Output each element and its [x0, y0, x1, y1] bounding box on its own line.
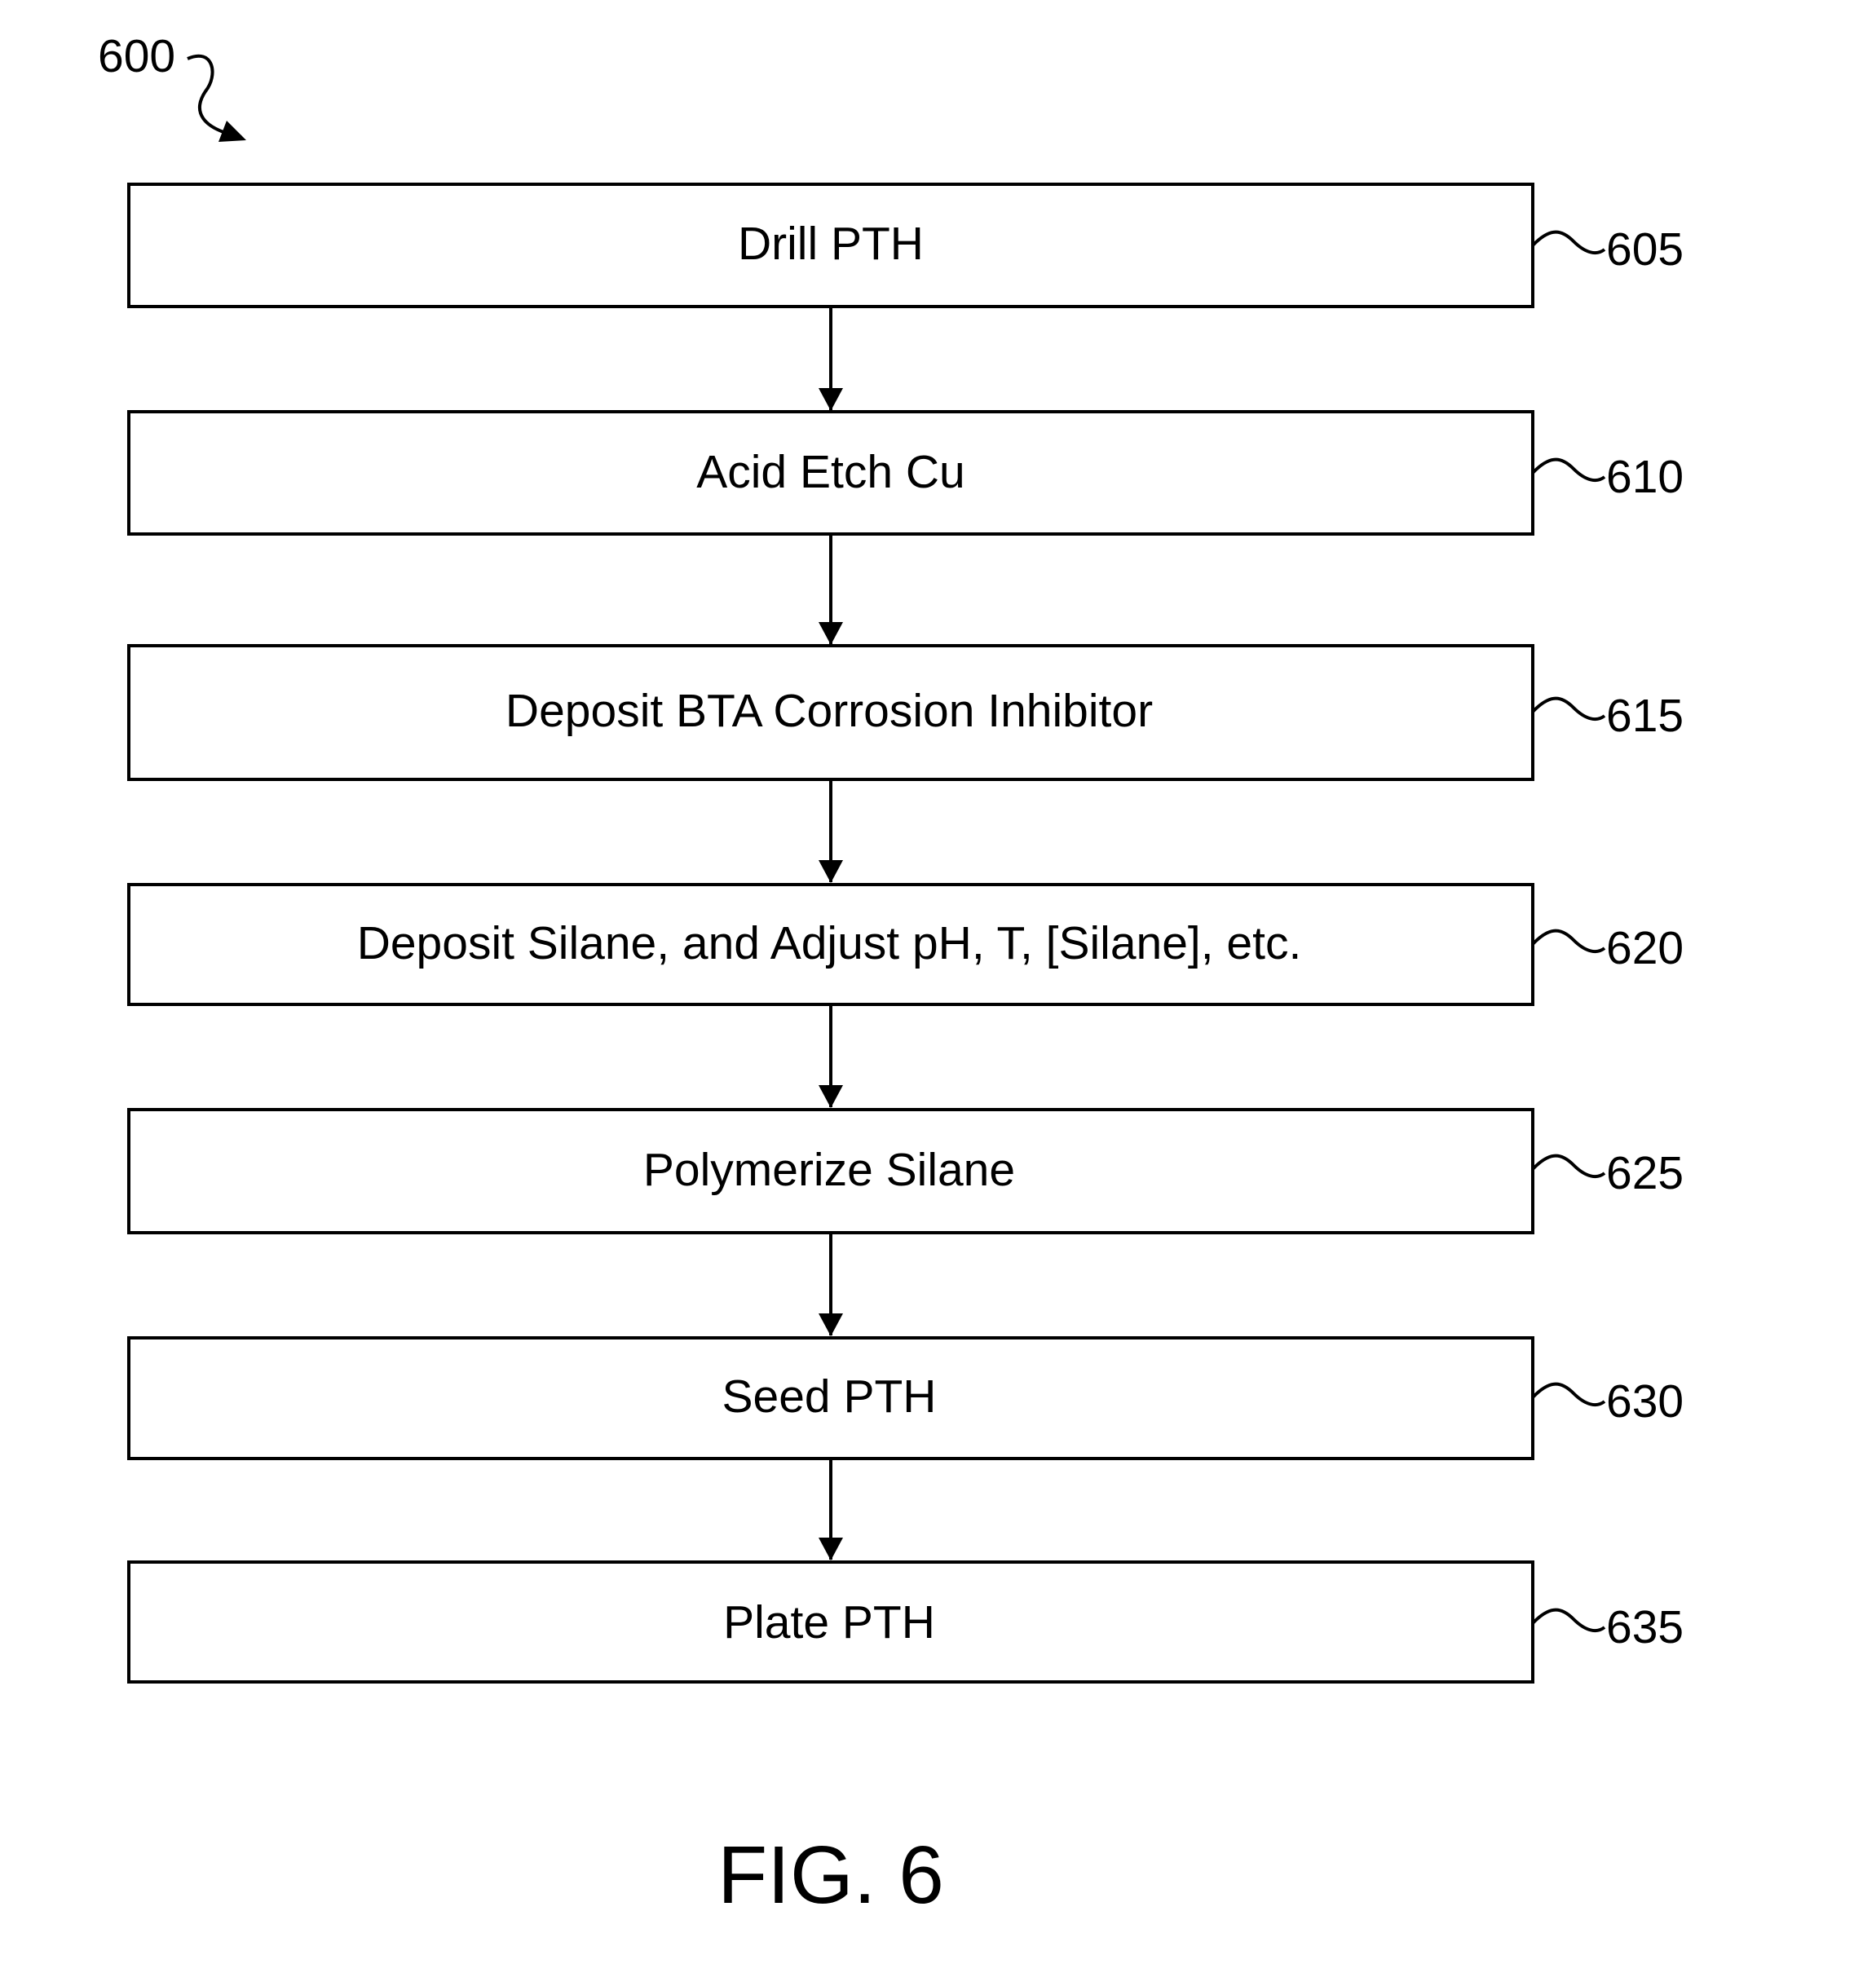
step-label: Seed PTH [722, 1370, 937, 1423]
step-acid-etch-cu: Acid Etch Cu 610 [129, 412, 1684, 534]
ref-squiggle [1533, 1156, 1605, 1176]
step-seed-pth: Seed PTH 630 [129, 1338, 1684, 1459]
flow-arrowhead [819, 388, 843, 411]
ref-squiggle [1533, 1384, 1605, 1405]
ref-squiggle [1533, 460, 1605, 480]
flow-arrowhead [819, 1085, 843, 1108]
ref-squiggle [1533, 232, 1605, 253]
step-label: Deposit BTA Corrosion Inhibitor [505, 685, 1153, 737]
step-label: Deposit Silane, and Adjust pH, T, [Silan… [357, 917, 1302, 969]
step-ref-label: 620 [1606, 922, 1684, 974]
step-plate-pth: Plate PTH 635 [129, 1562, 1684, 1682]
step-ref-label: 635 [1606, 1601, 1684, 1653]
flow-arrowhead [819, 1313, 843, 1336]
step-deposit-bta: Deposit BTA Corrosion Inhibitor 615 [129, 646, 1684, 779]
flow-arrowhead [819, 622, 843, 645]
flow-arrowhead [819, 1538, 843, 1560]
step-ref-label: 610 [1606, 451, 1684, 503]
figure-caption: FIG. 6 [717, 1829, 944, 1921]
step-label: Drill PTH [738, 218, 924, 270]
ref-squiggle [1533, 1610, 1605, 1631]
step-ref-label: 615 [1606, 690, 1684, 742]
flow-arrowhead [819, 860, 843, 883]
figure-ref-label: 600 [98, 30, 175, 82]
step-polymerize-silane: Polymerize Silane 625 [129, 1110, 1684, 1233]
step-ref-label: 625 [1606, 1147, 1684, 1199]
figure-ref-squiggle-arrow [188, 56, 241, 137]
step-label: Polymerize Silane [643, 1144, 1015, 1196]
step-label: Acid Etch Cu [696, 446, 964, 498]
figure-ref-arrowhead [218, 121, 246, 142]
step-drill-pth: Drill PTH 605 [129, 184, 1684, 307]
step-ref-label: 630 [1606, 1375, 1684, 1428]
step-label: Plate PTH [723, 1596, 935, 1648]
ref-squiggle [1533, 699, 1605, 719]
step-ref-label: 605 [1606, 223, 1684, 276]
ref-squiggle [1533, 931, 1605, 951]
step-deposit-silane: Deposit Silane, and Adjust pH, T, [Silan… [129, 885, 1684, 1004]
